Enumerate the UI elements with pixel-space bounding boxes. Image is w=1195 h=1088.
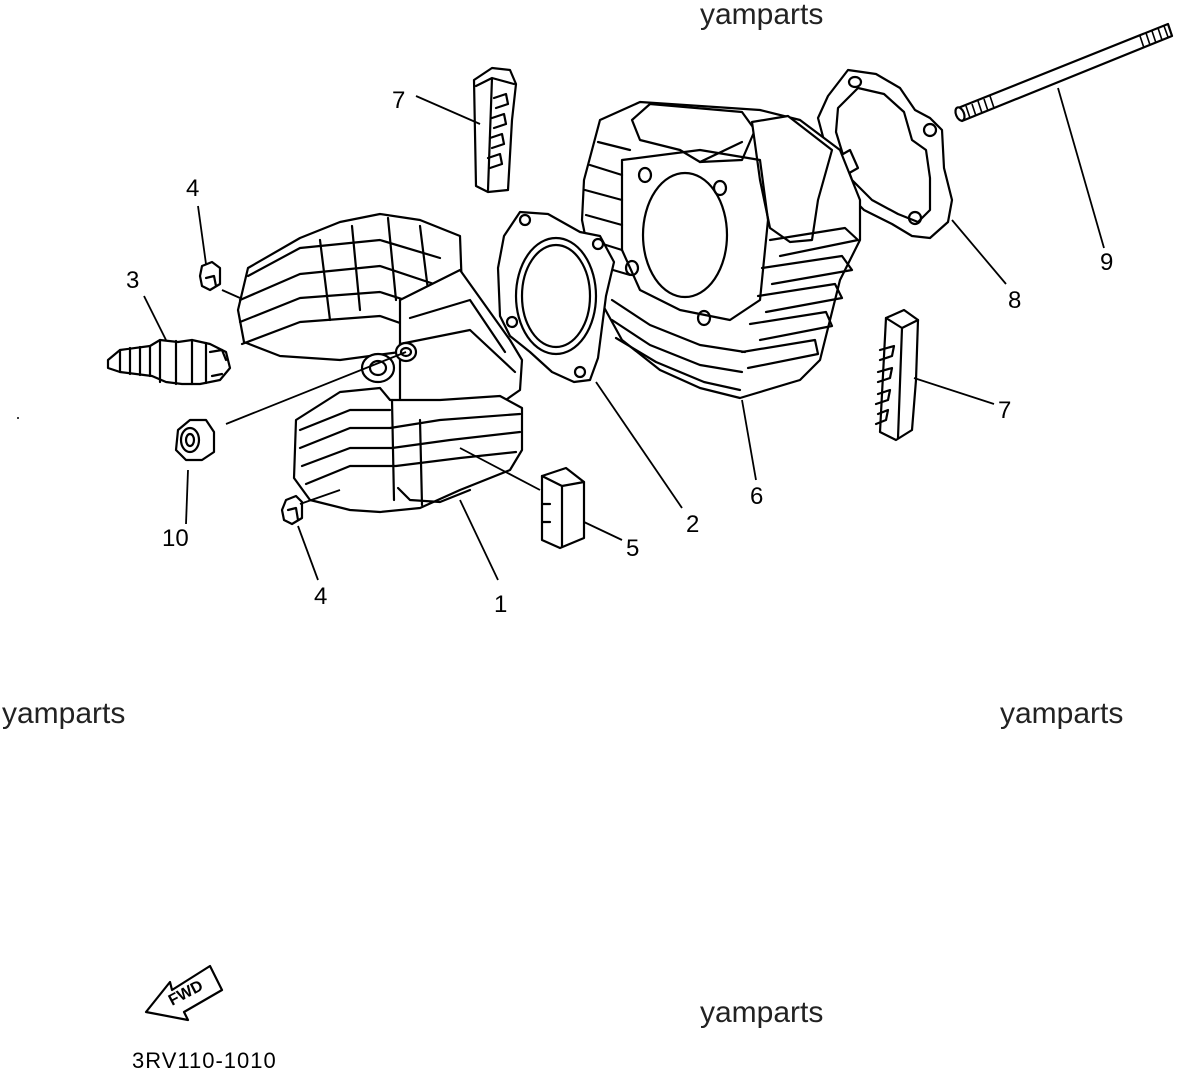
watermark-left: yamparts	[2, 697, 126, 730]
cylinder-head-part[interactable]	[236, 212, 524, 514]
watermark-right: yamparts	[1000, 697, 1124, 730]
diagram-code: 3RV110-1010	[132, 1048, 277, 1073]
callout-9: 9	[1100, 249, 1113, 276]
spark-plug-part[interactable]	[106, 338, 232, 386]
callout-labels: 1 2 3 4 4 5 6 7 7 8 9 10	[126, 87, 1113, 618]
callout-3: 3	[126, 267, 139, 294]
callout-6: 6	[750, 483, 763, 510]
callout-1: 1	[494, 591, 507, 618]
stray-dot	[17, 417, 19, 419]
callout-4-lower: 4	[314, 583, 327, 610]
callout-7-upper: 7	[392, 87, 405, 114]
callout-2: 2	[686, 511, 699, 538]
nut-part[interactable]	[174, 418, 216, 462]
callout-8: 8	[1008, 287, 1021, 314]
watermark-bottom: yamparts	[700, 996, 824, 1029]
leader-lines	[143, 87, 1105, 581]
callout-7-lower: 7	[998, 397, 1011, 424]
fin-damper-upper-part[interactable]	[472, 66, 518, 194]
fwd-arrow-icon: FWD	[144, 964, 224, 1022]
damper-lower-part[interactable]	[280, 494, 304, 526]
fin-damper-lower-part[interactable]	[874, 308, 920, 442]
head-gasket-part[interactable]	[496, 210, 616, 384]
callout-4-upper: 4	[186, 175, 199, 202]
watermark-top: yamparts	[700, 0, 824, 31]
callout-5: 5	[626, 535, 639, 562]
callout-10: 10	[162, 525, 189, 552]
cylinder-part[interactable]	[580, 100, 862, 400]
rubber-block-part[interactable]	[540, 466, 586, 550]
damper-upper-part[interactable]	[198, 260, 222, 292]
stud-bolt-part[interactable]	[954, 22, 1174, 123]
